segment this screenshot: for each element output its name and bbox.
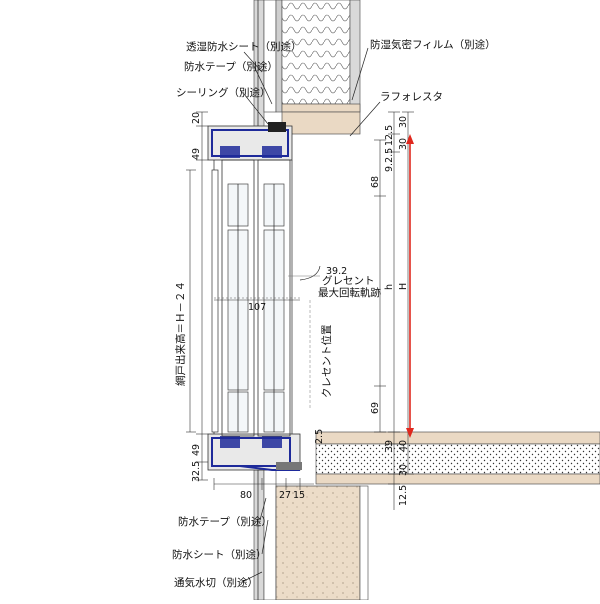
inner-sash [257,159,291,437]
label-sheet-bottom: 防水シート（別途） [172,548,267,561]
crescent-guides [214,265,321,410]
dim-small-h: h [384,284,395,290]
screen-panel [211,169,219,433]
label-lath: ラフォレスタ [380,91,443,103]
window-frame [207,122,302,471]
bottom-dims [213,299,314,490]
dim-big-h: H [398,283,409,290]
dim-12-5-top: 12.5 [384,125,395,146]
dim-39: 39 [384,440,395,452]
label-screen-height: 網戸出来高＝Ｈ－２４ [174,281,187,386]
label-crescent-arc-1: グレセント [322,274,375,287]
dim-49-top: 49 [191,148,202,160]
left-dims [186,111,208,481]
outer-sash [221,159,255,437]
label-tape-bottom: 防水テープ（別途） [178,515,272,528]
dim-15: 15 [293,490,305,501]
foundation-block [275,485,361,601]
right-dims [374,111,414,510]
dim-69: 69 [370,402,381,414]
label-tape-top: 防水テープ（別途） [184,60,278,73]
header-lumber [281,111,361,135]
dim-68: 68 [370,176,381,188]
leaders [241,47,381,583]
label-vapor-film: 防湿気密フィルム（別途） [370,38,496,51]
dim-20: 20 [191,112,202,124]
dim-27: 27 [279,490,291,501]
dim-32-5: 32.5 [191,461,202,482]
dim-30-top: 30 [398,116,409,128]
dim-40: 40 [398,440,409,452]
label-crescent-arc-2: 最大回転軌跡 [318,286,381,299]
dim-30-bottom: 30 [398,464,409,476]
floor-buildup [315,431,600,485]
dim-9-2-5: 9.2.5 [384,148,395,172]
dim-39-2: 39.2 [326,266,347,277]
dim-107: 107 [248,302,266,313]
upper-wall [253,0,361,135]
dim-49-bottom: 49 [191,444,202,456]
dim-30-mid: 30 [398,138,409,150]
height-arrow [406,134,414,438]
lower-wall [253,469,369,601]
label-sealing: シーリング（別途） [176,86,271,99]
dim-80: 80 [240,490,252,501]
dim-2-5: 2.5 [314,429,325,444]
label-breathable-sheet: 透湿防水シート（別途） [186,40,302,53]
dim-12-5-bottom: 12.5 [398,485,409,506]
label-crescent-position: クレセント位置 [320,325,333,399]
label-vent-drain: 通気水切（別途） [174,576,258,589]
